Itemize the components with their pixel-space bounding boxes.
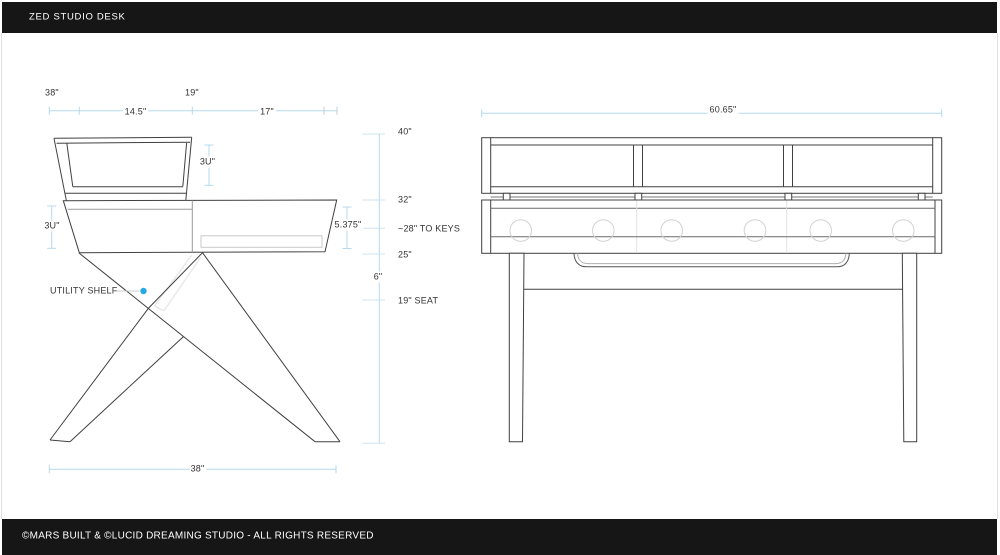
knob-holes bbox=[509, 219, 915, 242]
riser bbox=[502, 192, 511, 201]
shelf-top-inner-edge bbox=[56, 141, 191, 144]
utility-tray-inner bbox=[577, 253, 847, 265]
desk-slab-side bbox=[62, 199, 338, 254]
dim-label-height-slab-bottom: 25" bbox=[398, 249, 412, 260]
knob-hole bbox=[660, 219, 684, 242]
knob-hole bbox=[592, 219, 615, 242]
riser bbox=[784, 192, 793, 201]
shelf-inner-right bbox=[182, 142, 188, 187]
footer-bar: ©MARS BUILT & ©LUCID DREAMING STUDIO - A… bbox=[2, 519, 997, 555]
front-leg-edge-upper bbox=[147, 252, 203, 309]
height-ticks bbox=[362, 133, 385, 444]
dim-label-bottom-total: 38" bbox=[188, 463, 207, 475]
front-leg-right-edge bbox=[69, 336, 184, 443]
shelf-right-side bbox=[185, 137, 193, 201]
utility-shelf-wall bbox=[153, 254, 193, 307]
front-right-leg bbox=[901, 252, 918, 443]
page-title: ZED STUDIO DESK bbox=[29, 11, 126, 23]
riser bbox=[634, 192, 643, 201]
utility-tray-outer bbox=[573, 253, 850, 268]
slab-outline-front bbox=[481, 199, 943, 254]
dim-label-front-width: 60.65" bbox=[707, 104, 739, 116]
knob-hole bbox=[743, 219, 767, 242]
front-leg-left-edge bbox=[49, 308, 149, 441]
legs-side bbox=[49, 252, 341, 443]
dim-label-gap: 6" bbox=[371, 271, 385, 283]
back-leg-left-edge bbox=[78, 252, 316, 443]
front-foot bbox=[49, 439, 71, 443]
back-leg-right-edge bbox=[202, 252, 341, 442]
shelf-left-side bbox=[53, 138, 67, 201]
utility-shelf-bottom bbox=[154, 305, 165, 312]
dim-label-height-keys: ~28" TO KEYS bbox=[398, 223, 461, 233]
riser bbox=[917, 192, 926, 201]
dim-label-top-total: 38" bbox=[45, 87, 59, 98]
dim-label-slab-front: 3U" bbox=[42, 220, 62, 231]
front-view bbox=[481, 137, 943, 443]
page-border-right bbox=[997, 33, 998, 519]
utility-shelf-ghost bbox=[153, 254, 202, 312]
callout-dot bbox=[140, 287, 147, 295]
monitor-shelf-side bbox=[53, 136, 193, 201]
keyboard-tray-side bbox=[200, 235, 323, 248]
dim-label-slab-back: 5.375" bbox=[332, 219, 364, 230]
page-border-left bbox=[1, 33, 2, 519]
dim-label-front-depth: 17" bbox=[258, 106, 276, 118]
shelf-top-edge bbox=[53, 136, 192, 139]
dim-label-top-offset: 19" bbox=[185, 87, 199, 98]
bridge-outline bbox=[481, 137, 943, 194]
dim-label-height-seat: 19" SEAT bbox=[398, 295, 439, 305]
front-left-leg bbox=[508, 252, 525, 443]
knob-hole bbox=[509, 219, 533, 242]
dim-label-shelf-opening: 3U" bbox=[197, 156, 218, 168]
utility-shelf-wall bbox=[163, 257, 202, 312]
knob-hole bbox=[809, 219, 833, 242]
header-bar: ZED STUDIO DESK bbox=[2, 2, 997, 33]
dim-label-height-top: 40" bbox=[398, 126, 412, 137]
dim-label-shelf-depth: 14.5" bbox=[122, 106, 149, 118]
callout-label-utility-shelf: UTILITY SHELF bbox=[50, 285, 118, 296]
footer-copyright: ©MARS BUILT & ©LUCID DREAMING STUDIO - A… bbox=[22, 530, 374, 542]
knob-hole bbox=[892, 219, 915, 242]
shelf-inner-left bbox=[66, 143, 74, 187]
dim-label-height-desk: 32" bbox=[398, 194, 412, 205]
slab-outline bbox=[62, 199, 338, 254]
